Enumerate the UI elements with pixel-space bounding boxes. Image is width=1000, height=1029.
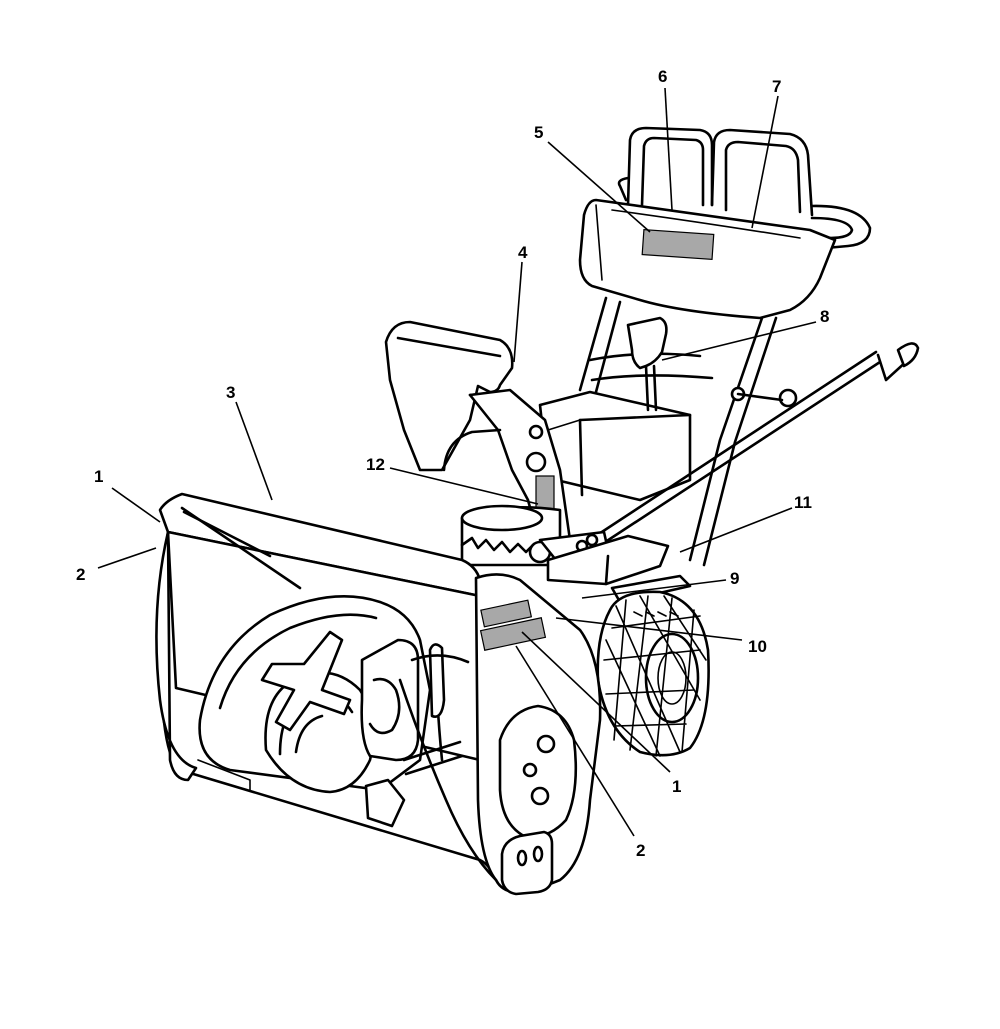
callout-6: 6 [658, 67, 667, 86]
callout-2-upper: 2 [76, 565, 85, 584]
shift-lever [626, 316, 668, 412]
auger-housing-right-end [428, 573, 602, 896]
callout-2-lower: 2 [636, 841, 645, 860]
leader-lines [97, 87, 817, 837]
leader-5 [547, 141, 651, 233]
leader-3 [235, 401, 273, 501]
control-panel [578, 198, 837, 320]
decal-1-lower [480, 599, 533, 628]
callout-10: 10 [748, 637, 767, 656]
leader-7 [751, 95, 779, 229]
callout-5: 5 [534, 123, 543, 142]
callout-11: 11 [794, 493, 812, 512]
right-wheel [596, 590, 710, 757]
callout-9: 9 [730, 569, 739, 588]
leader-2-upper [97, 547, 157, 569]
callout-labels: 1 2 3 4 5 6 7 8 12 11 9 10 1 2 [76, 67, 829, 860]
leader-12 [389, 467, 539, 505]
auger-spiral [260, 630, 420, 794]
skid-and-auger-ring [364, 654, 498, 882]
leader-1-lower [521, 631, 671, 773]
decal-5 [641, 228, 715, 261]
callout-1-upper: 1 [94, 467, 103, 486]
callout-3: 3 [226, 383, 235, 402]
callout-4: 4 [518, 243, 528, 262]
leader-4 [513, 261, 523, 363]
leader-1-upper [111, 487, 161, 523]
callout-1-lower: 1 [672, 777, 681, 796]
leader-6 [664, 87, 673, 211]
handle-assembly [617, 126, 872, 250]
leader-11 [679, 507, 793, 553]
callout-12: 12 [366, 455, 385, 474]
callout-7: 7 [772, 77, 781, 96]
leader-8 [661, 321, 817, 361]
leader-10 [555, 617, 743, 641]
callout-8: 8 [820, 307, 829, 326]
leader-2-lower [515, 645, 635, 837]
discharge-chute [384, 320, 610, 567]
chute-crank [580, 342, 920, 554]
leader-9 [581, 579, 727, 599]
decal-2-lower [479, 617, 547, 651]
